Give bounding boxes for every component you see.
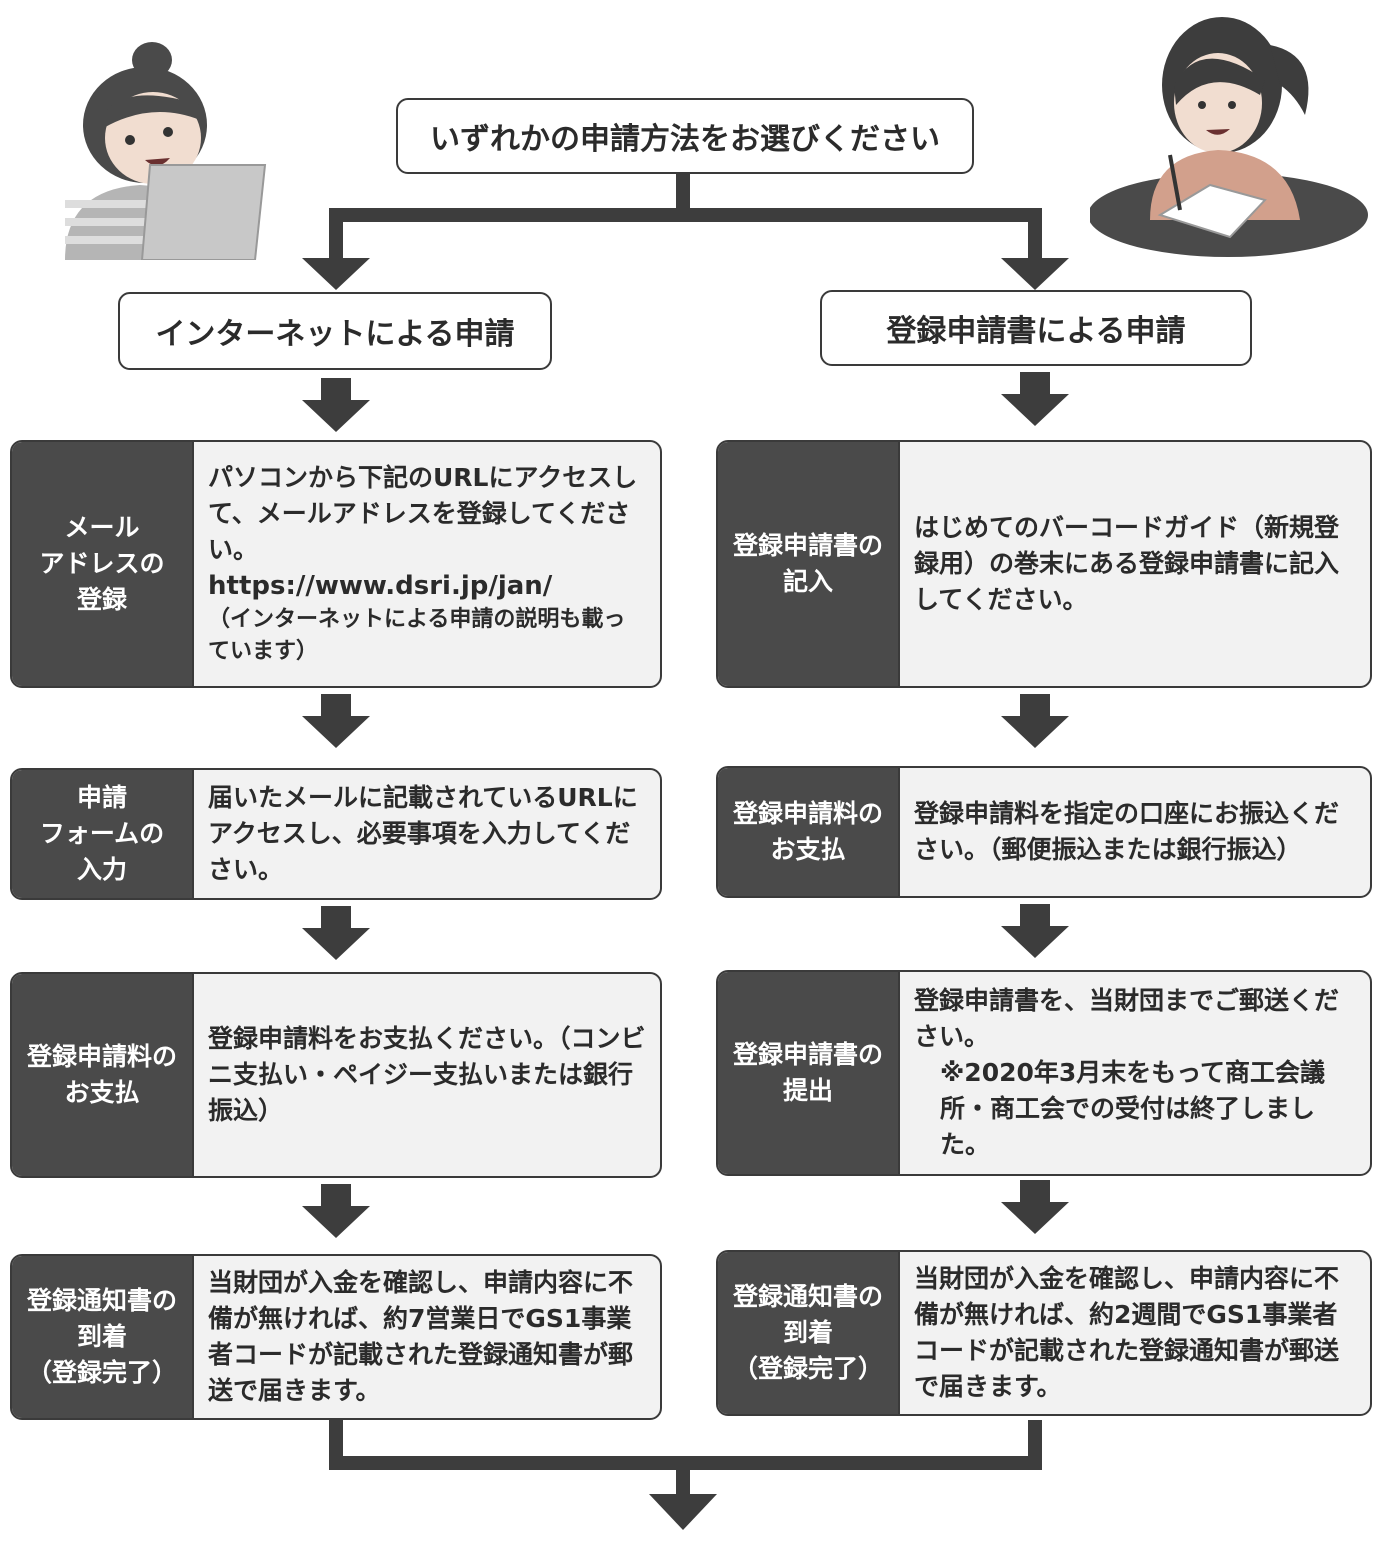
step-description: 登録申請料を指定の口座にお振込ください。（郵便振込または銀行振込） — [898, 768, 1370, 896]
step-description: 登録申請書を、当財団までご郵送ください。 ※2020年3月末をもって商工会議所・… — [898, 972, 1370, 1174]
step-label-line: フォームの — [39, 819, 165, 848]
select-method-text: いずれかの申請方法をお選びください — [430, 122, 940, 157]
internet-step-notification: 登録通知書の 到着 （登録完了） 当財団が入金を確認し、申請内容に不備が無ければ… — [10, 1254, 662, 1420]
step-description: 当財団が入金を確認し、申請内容に不備が無ければ、約7営業日でGS1事業者コードが… — [192, 1256, 660, 1418]
step-text: 登録申請料をお支払ください。（コンビニ支払い・ペイジー支払いまたは銀行振込） — [208, 1024, 646, 1125]
step-label-line: メール — [64, 513, 140, 542]
step-label-line: お支払 — [770, 835, 846, 864]
step-label: 登録通知書の 到着 （登録完了） — [12, 1256, 192, 1418]
step-label-line: 到着 — [76, 1322, 127, 1351]
registration-url: https://www.dsri.jp/jan/ — [208, 571, 553, 601]
step-description: パソコンから下記のURLにアクセスして、メールアドレスを登録してください。 ht… — [192, 442, 660, 686]
select-method-title: いずれかの申請方法をお選びください — [396, 98, 974, 174]
step-text: はじめてのバーコードガイド（新規登録用）の巻末にある登録申請書に記入してください… — [914, 513, 1340, 614]
step-label-line: 申請 — [76, 783, 127, 812]
step-label-line: 登録通知書の — [26, 1286, 177, 1315]
step-description: 登録申請料をお支払ください。（コンビニ支払い・ペイジー支払いまたは銀行振込） — [192, 974, 660, 1176]
step-description: 届いたメールに記載されているURLにアクセスし、必要事項を入力してください。 — [192, 770, 660, 898]
step-text: 当財団が入金を確認し、申請内容に不備が無ければ、約2週間でGS1事業者コードが記… — [914, 1264, 1340, 1401]
paper-application-title: 登録申請書による申請 — [886, 314, 1186, 349]
step-label: 申請 フォームの 入力 — [12, 770, 192, 898]
step-label-line: アドレスの — [39, 549, 165, 578]
internet-application-title: インターネットによる申請 — [155, 317, 515, 352]
paper-step-payment: 登録申請料の お支払 登録申請料を指定の口座にお振込ください。（郵便振込または銀… — [716, 766, 1372, 898]
paper-step-submit: 登録申請書の 提出 登録申請書を、当財団までご郵送ください。 ※2020年3月末… — [716, 970, 1372, 1176]
step-note: ※2020年3月末をもって商工会議所・商工会での受付は終了しました。 — [940, 1058, 1326, 1159]
step-label-line: 入力 — [76, 855, 127, 884]
step-description: 当財団が入金を確認し、申請内容に不備が無ければ、約2週間でGS1事業者コードが記… — [898, 1252, 1370, 1414]
step-label-line: 登録 — [76, 585, 127, 614]
step-text: 届いたメールに記載されているURLにアクセスし、必要事項を入力してください。 — [208, 783, 638, 884]
person-writing-icon — [1090, 17, 1368, 257]
step-label: 登録申請料の お支払 — [12, 974, 192, 1176]
step-label-line: （登録完了） — [732, 1354, 883, 1383]
step-text: 当財団が入金を確認し、申請内容に不備が無ければ、約7営業日でGS1事業者コードが… — [208, 1268, 634, 1405]
step-label-line: （登録完了） — [26, 1358, 177, 1387]
step-label-line: 記入 — [782, 567, 833, 596]
step-label-line: 到着 — [782, 1318, 833, 1347]
step-text: パソコンから下記のURLにアクセスして、メールアドレスを登録してください。 — [208, 463, 638, 564]
step-text: 登録申請料を指定の口座にお振込ください。（郵便振込または銀行振込） — [914, 799, 1340, 864]
step-label: 登録申請書の 提出 — [718, 972, 898, 1174]
internet-step-form-input: 申請 フォームの 入力 届いたメールに記載されているURLにアクセスし、必要事項… — [10, 768, 662, 900]
paper-application-header: 登録申請書による申請 — [820, 290, 1252, 366]
step-label: 登録通知書の 到着 （登録完了） — [718, 1252, 898, 1414]
step-label-line: 登録申請書の — [732, 531, 883, 560]
step-description: はじめてのバーコードガイド（新規登録用）の巻末にある登録申請書に記入してください… — [898, 442, 1370, 686]
paper-step-notification: 登録通知書の 到着 （登録完了） 当財団が入金を確認し、申請内容に不備が無ければ… — [716, 1250, 1372, 1416]
step-label-line: 登録申請書の — [732, 1040, 883, 1069]
internet-step-payment: 登録申請料の お支払 登録申請料をお支払ください。（コンビニ支払い・ペイジー支払… — [10, 972, 662, 1178]
step-note: （インターネットによる申請の説明も載っています） — [208, 607, 626, 664]
paper-step-fill-form: 登録申請書の 記入 はじめてのバーコードガイド（新規登録用）の巻末にある登録申請… — [716, 440, 1372, 688]
step-label-line: 登録通知書の — [732, 1282, 883, 1311]
step-label-line: 登録申請料の — [26, 1042, 177, 1071]
step-label-line: お支払 — [64, 1078, 140, 1107]
step-label: メール アドレスの 登録 — [12, 442, 192, 686]
step-label-line: 提出 — [782, 1076, 833, 1105]
step-label-line: 登録申請料の — [732, 799, 883, 828]
step-label: 登録申請書の 記入 — [718, 442, 898, 686]
person-with-laptop-icon — [65, 42, 267, 260]
step-label: 登録申請料の お支払 — [718, 768, 898, 896]
internet-application-header: インターネットによる申請 — [118, 292, 552, 370]
internet-step-email-registration: メール アドレスの 登録 パソコンから下記のURLにアクセスして、メールアドレス… — [10, 440, 662, 688]
step-text: 登録申請書を、当財団までご郵送ください。 — [914, 986, 1340, 1051]
